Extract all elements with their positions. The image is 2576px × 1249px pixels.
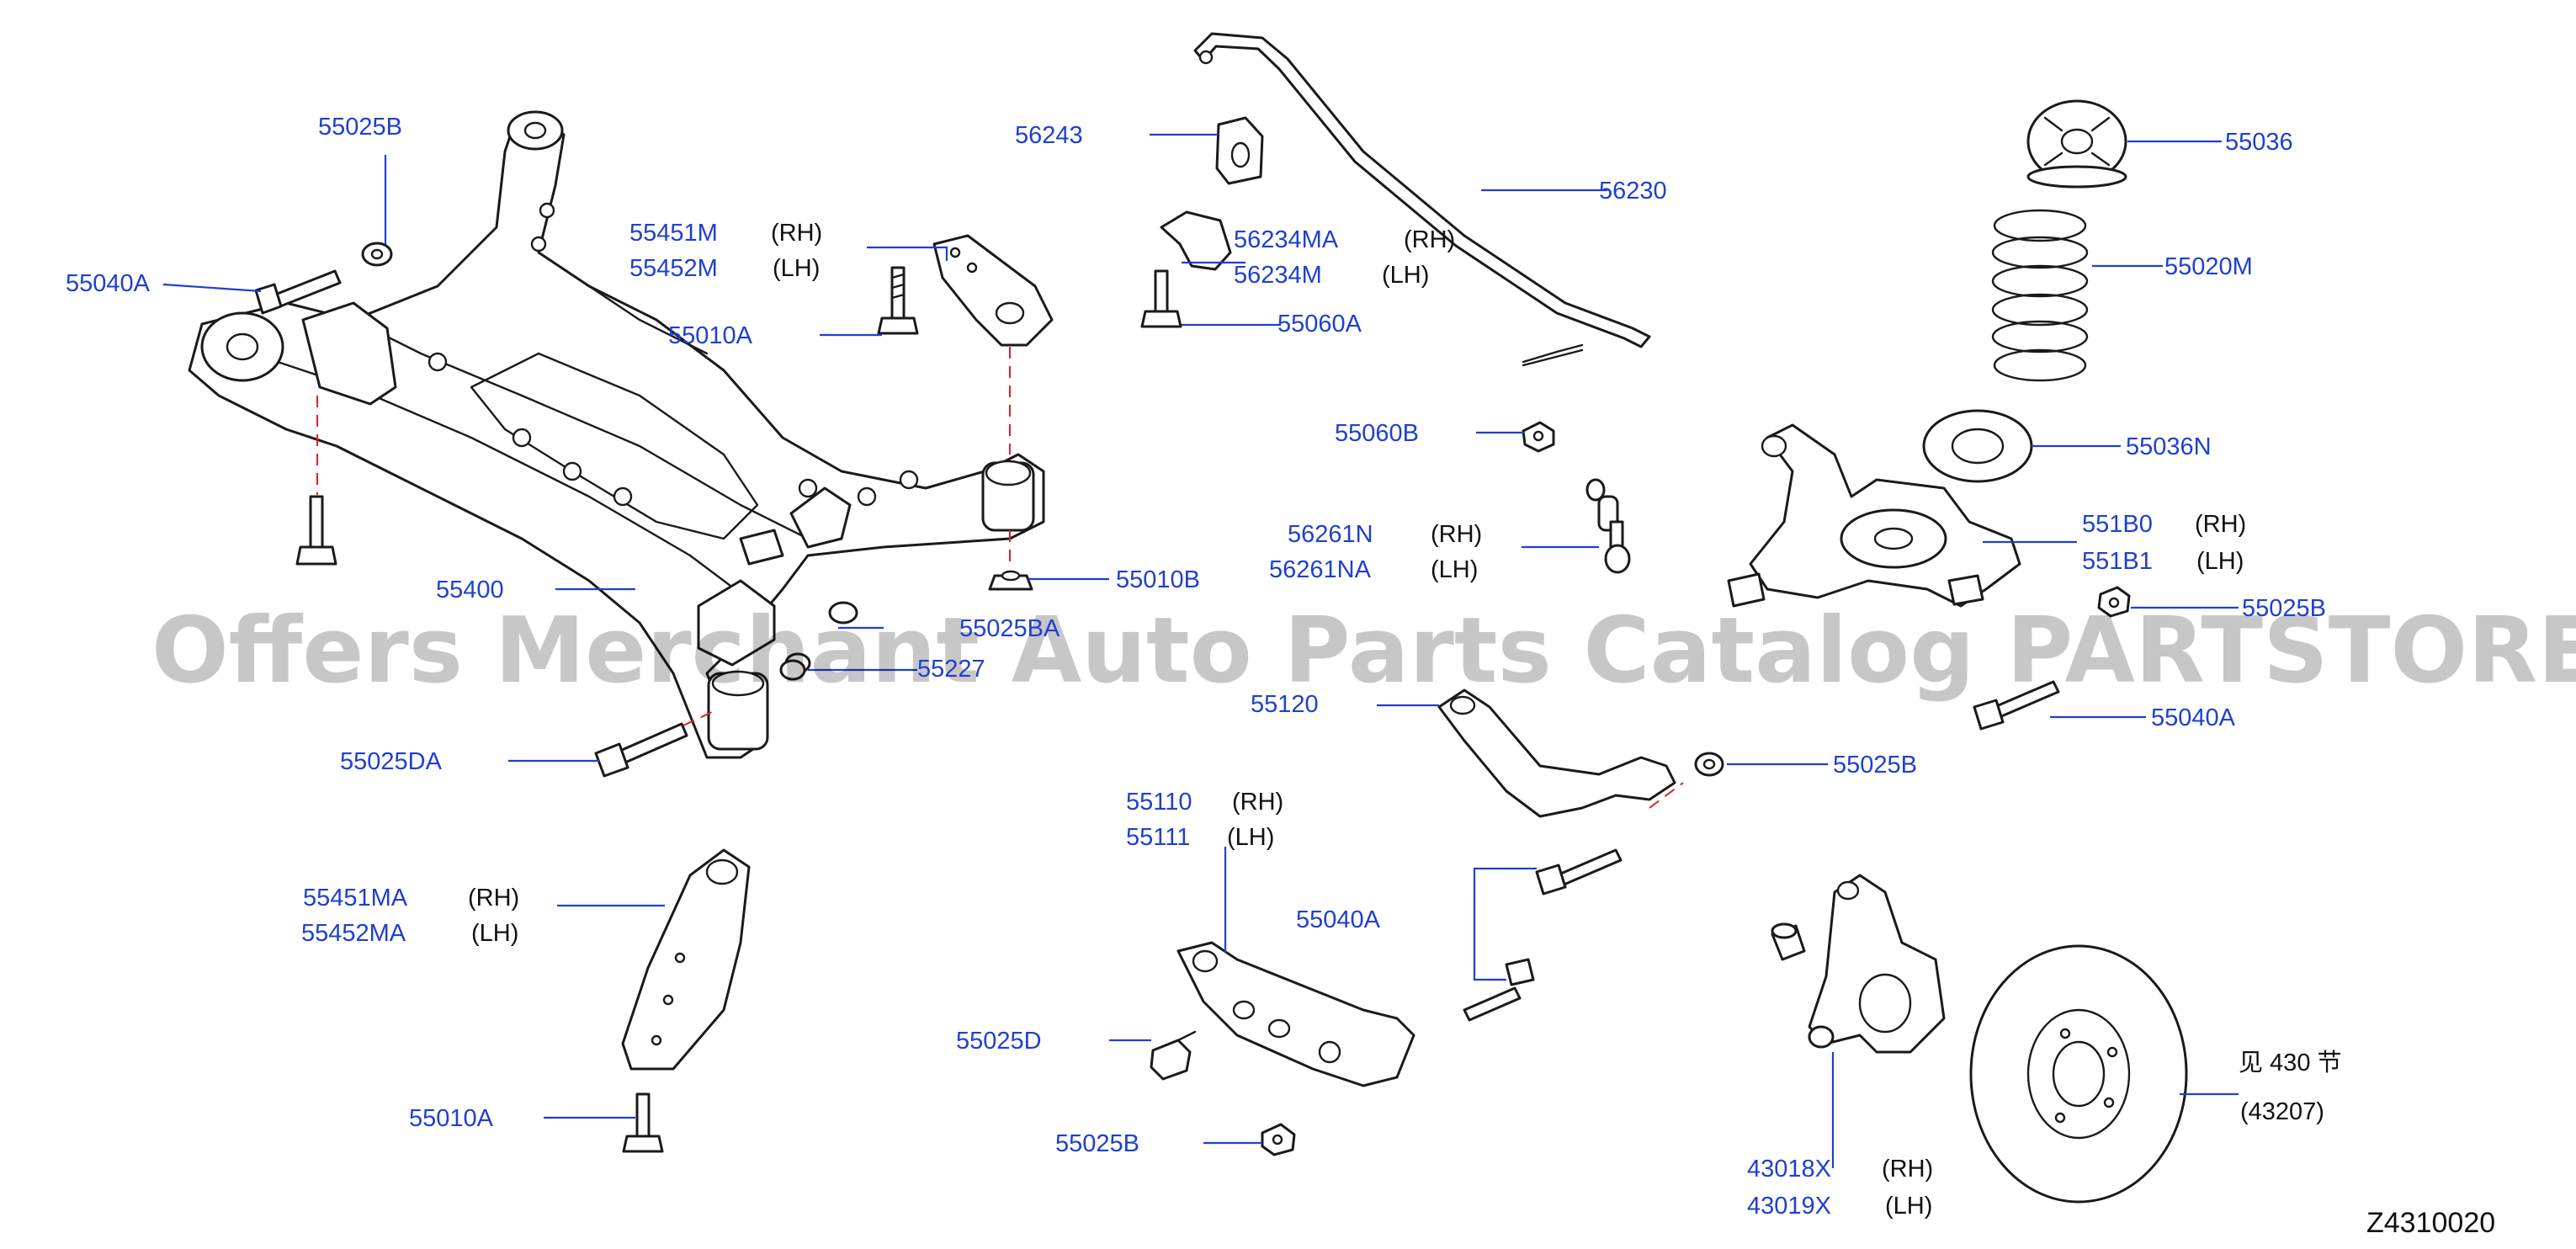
callout-55020M[interactable]: 55020M [2164,253,2253,280]
bushing-55010B [988,570,1033,591]
clamp-56234M [1160,210,1232,271]
nut-55025B-bottom [1261,1123,1296,1156]
nut-55060B [1522,421,1555,453]
bolt-55040A-right [1973,680,2060,731]
callout-56230[interactable]: 56230 [1599,178,1667,205]
spring-seat-55036N [1922,409,2033,483]
bolt-vertical-left [295,495,337,566]
callout-56234M[interactable]: 56234M [1234,262,1322,289]
control-arm-551B0 [1727,423,2021,608]
side-56234MA: (RH) [1404,226,1455,253]
side-55110: (RH) [1232,789,1283,816]
callout-55025B-top[interactable]: 55025B [318,114,402,141]
callout-55025B-bottom[interactable]: 55025B [1055,1130,1139,1157]
side-55452MA: (LH) [471,920,518,947]
callout-55025BA[interactable]: 55025BA [959,615,1060,642]
bolt-55060A [1140,269,1182,328]
callout-55452M[interactable]: 55452M [629,255,718,282]
callout-55025B-right[interactable]: 55025B [2242,595,2326,622]
callout-55010A-top[interactable]: 55010A [668,322,753,349]
bolt-55010A-top [877,266,919,335]
callout-55025D[interactable]: 55025D [956,1028,1042,1055]
side-43019X: (LH) [1885,1193,1932,1220]
bracket-55451MA [621,848,751,1071]
callout-55060A[interactable]: 55060A [1277,311,1362,337]
callout-56261NA[interactable]: 56261NA [1269,556,1372,583]
callout-56234MA[interactable]: 56234MA [1234,226,1339,253]
side-551B1: (LH) [2196,548,2244,575]
side-55451M: (RH) [771,220,822,247]
callout-55040A-left[interactable]: 55040A [66,270,151,297]
side-56234M: (LH) [1382,262,1429,289]
bolt-55010A-bottom [622,1092,664,1153]
callout-55400[interactable]: 55400 [436,577,504,603]
callout-43018X[interactable]: 43018X [1747,1156,1831,1183]
callout-55040A-mid[interactable]: 55040A [1296,906,1381,933]
reference-section[interactable]: 见 430 节 [2239,1049,2342,1076]
callout-55025B-mid[interactable]: 55025B [1833,752,1917,779]
nut-55025B-right [2097,586,2131,618]
stabilizer-bar-56230 [1193,32,1651,367]
callout-55451M[interactable]: 55451M [629,220,718,247]
bracket-55451M [932,234,1054,347]
callout-56261N[interactable]: 56261N [1288,521,1373,548]
side-56261N: (RH) [1431,521,1482,548]
side-55452M: (LH) [773,255,820,282]
side-55451MA: (RH) [468,885,519,912]
bolts-55040A-mid [1463,848,1623,1022]
callout-55036[interactable]: 55036 [2225,129,2293,156]
callout-55120[interactable]: 55120 [1251,691,1319,718]
callout-55060B[interactable]: 55060B [1335,420,1419,447]
bolt-55025DA [594,722,688,778]
callout-55040A-right[interactable]: 55040A [2151,704,2236,731]
callout-55010A-bottom[interactable]: 55010A [409,1105,494,1132]
leader-lines [162,133,2239,1168]
side-56261NA: (LH) [1431,556,1478,583]
bushing-knuckle [1771,922,1806,961]
washer-55025B-top [361,242,393,267]
brake-disc-43207 [1969,944,2188,1204]
lower-link-55110 [1176,941,1415,1087]
callout-55111[interactable]: 55111 [1126,824,1190,851]
side-551B0: (RH) [2195,511,2246,538]
bushing-56243 [1215,116,1264,185]
upper-link-55120 [1437,688,1724,818]
callout-55227[interactable]: 55227 [917,656,985,683]
callout-43019X[interactable]: 43019X [1747,1193,1831,1220]
callout-551B0[interactable]: 551B0 [2082,511,2153,538]
callout-55452MA[interactable]: 55452MA [301,920,406,947]
assembly-axes [316,347,1684,809]
callout-55036N[interactable]: 55036N [2126,433,2212,460]
callout-labels: 55025B 55040A 55451M (RH) 55452M (LH) 55… [66,114,2342,1220]
callout-55451MA[interactable]: 55451MA [303,885,408,912]
callout-55025DA[interactable]: 55025DA [340,748,443,775]
bolt-55025D [1150,1030,1197,1081]
washers-55025BA-55227 [779,601,858,681]
side-43018X: (RH) [1882,1156,1933,1183]
diagram-code: Z4310020 [2366,1207,2495,1239]
crossmember-55400 [188,110,1045,759]
callout-55010B[interactable]: 55010B [1116,566,1200,593]
callout-55110[interactable]: 55110 [1126,789,1192,816]
callout-56243[interactable]: 56243 [1015,122,1083,149]
knuckle-43018X [1808,874,1946,1054]
side-55111: (LH) [1227,824,1274,851]
stabilizer-link-56261N [1585,478,1631,574]
spring-seat-55036 [2026,99,2127,189]
coil-spring-55020M [1991,209,2089,382]
callout-551B1[interactable]: 551B1 [2082,548,2153,575]
watermark-text: Offers Merchant Auto Parts Catalog PARTS… [151,598,2576,704]
reference-part-43207[interactable]: (43207) [2240,1098,2324,1125]
bolt-55040A-left [254,269,342,315]
